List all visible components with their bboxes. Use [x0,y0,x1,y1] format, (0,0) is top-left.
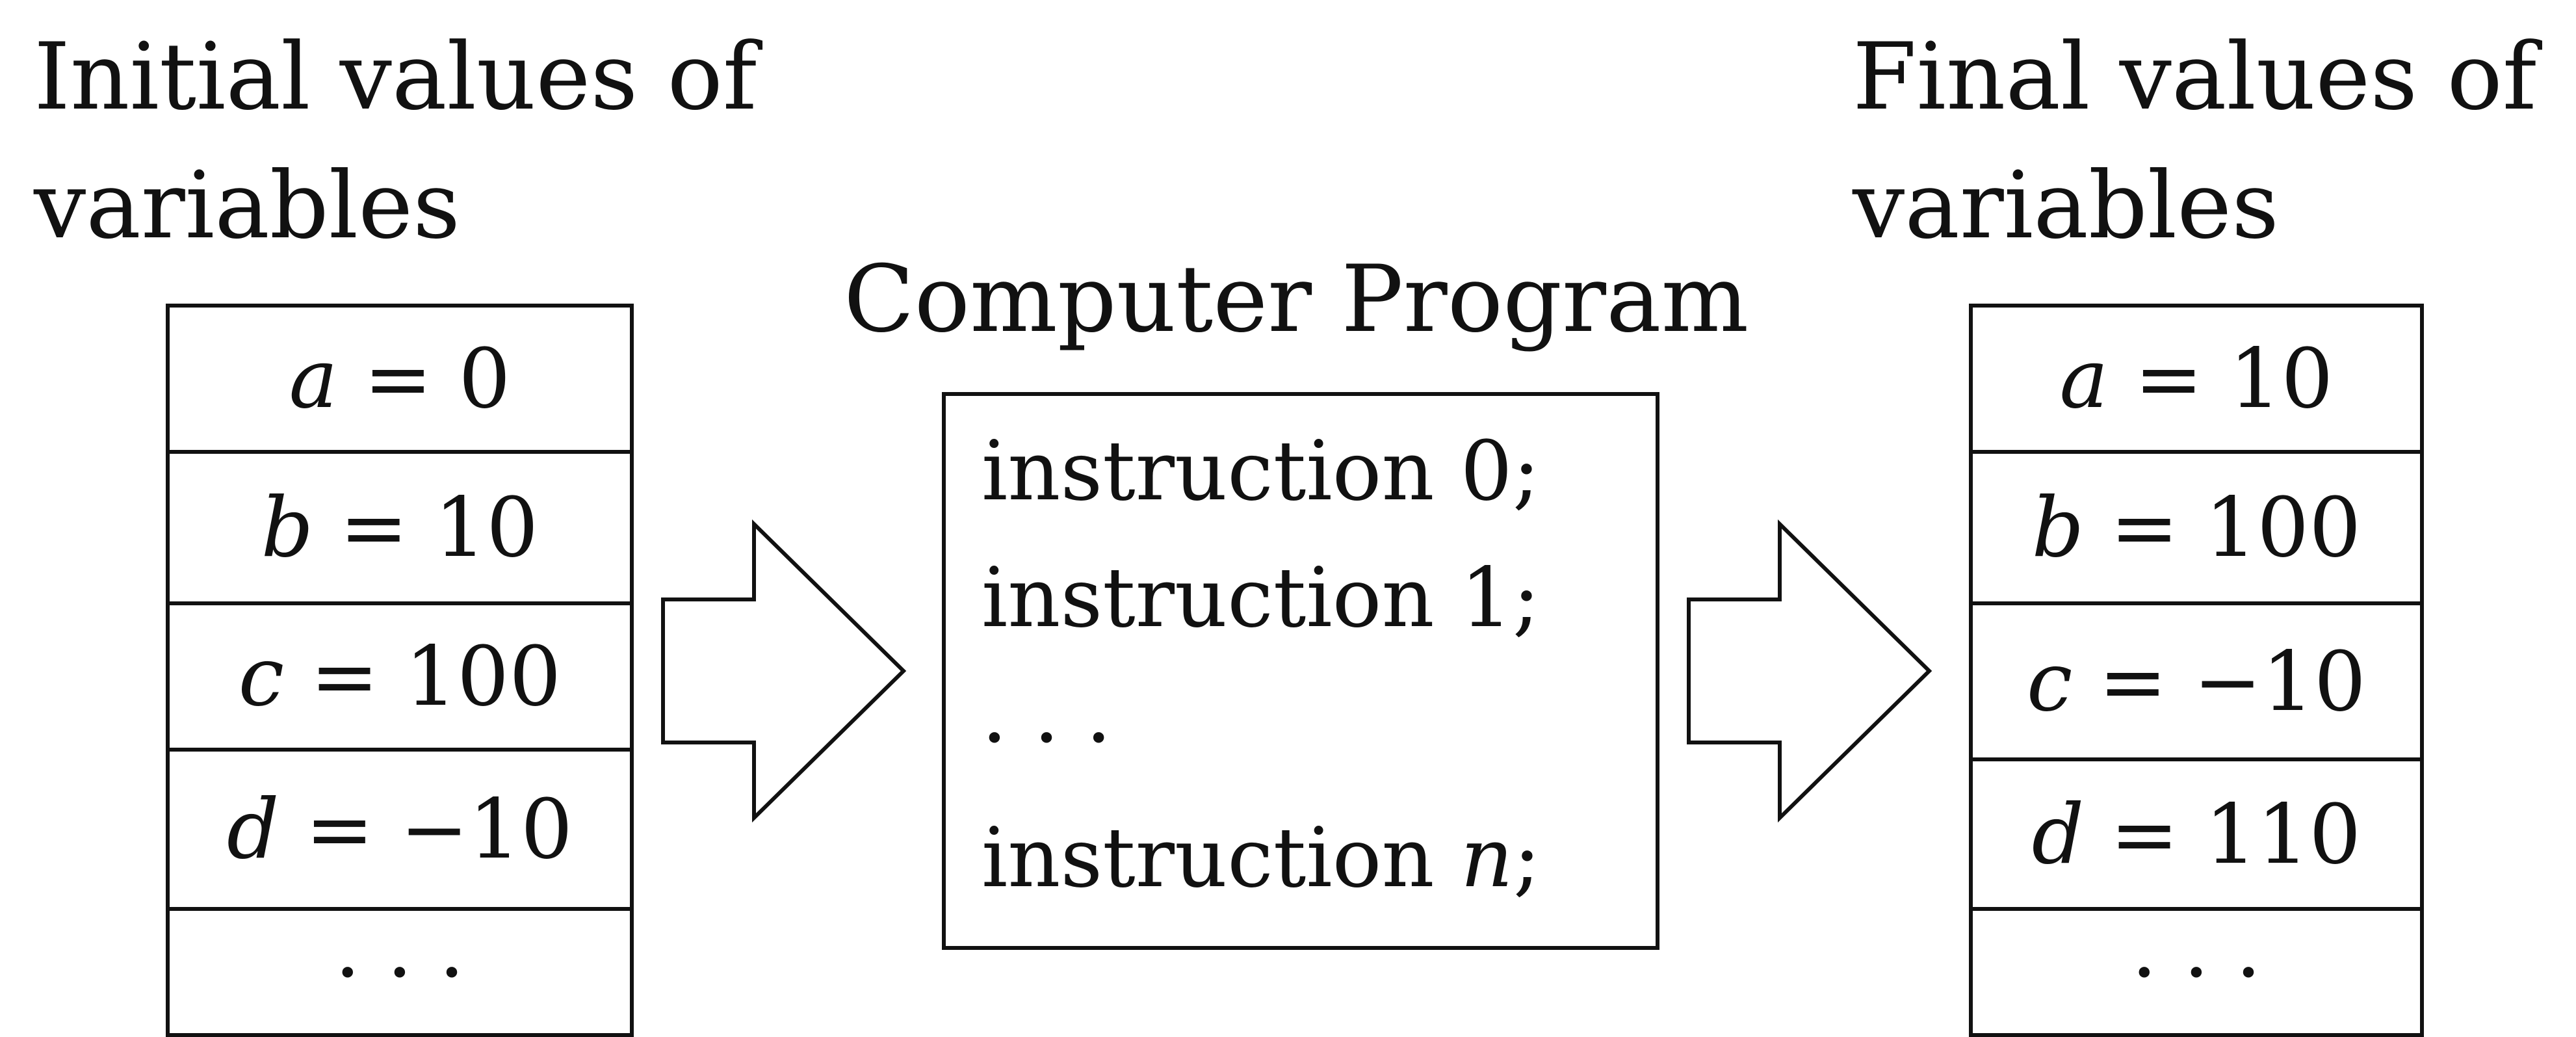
variable-name: a [289,331,338,427]
ellipsis: · · · [334,924,465,1020]
initial-row-b: b = 10 [168,452,632,603]
variable-value: 100 [2204,480,2361,575]
variable-name: c [238,629,285,724]
equals-sign: = [279,781,400,877]
instruction-text: instruction 1; [982,550,1541,646]
program-box-border [942,392,1659,950]
equals-sign: = [337,331,459,427]
instruction-text: instruction 0; [982,423,1541,519]
initial-values-heading: Initial values of variables [34,13,757,270]
variable-name: d [2031,786,2085,882]
equals-sign: = [284,629,405,724]
variable-name: d [226,781,280,877]
initial-row-a: a = 0 [168,306,632,452]
right-arrow-icon [1687,519,1932,823]
variable-value: 10 [2229,331,2334,427]
program-title: Computer Program [844,246,1749,353]
initial-values-table-border [166,304,634,1037]
instruction-variable: n [1460,810,1513,906]
variable-name: a [2059,331,2109,427]
variable-name: b [261,480,314,575]
variable-value: 110 [2204,786,2361,882]
equals-sign: = [313,480,434,575]
initial-row-d: d = −10 [168,750,632,909]
final-values-heading: Final values of variables [1853,13,2536,270]
instruction-text: instruction [982,810,1461,906]
variable-name: b [2031,480,2085,575]
variable-value: 100 [404,629,562,724]
final-row-ellipsis: · · · [1971,909,2422,1035]
equals-sign: = [2072,633,2194,729]
variable-value: −10 [2193,633,2367,729]
final-row-a: a = 10 [1971,306,2422,452]
final-row-c: c = −10 [1971,603,2422,759]
final-values-table-border [1969,304,2424,1037]
instruction-line: instruction 1; [982,549,1540,647]
instruction-ellipsis: · · · [982,689,1112,787]
initial-heading-line2: variables [34,152,461,259]
variable-value: 0 [458,331,511,427]
variable-name: c [2026,633,2073,729]
initial-row-ellipsis: · · · [168,909,632,1035]
initial-heading-line1: Initial values of [34,23,757,131]
right-arrow-icon [661,519,907,823]
initial-row-c: c = 100 [168,603,632,750]
variable-value: −10 [400,781,573,877]
equals-sign: = [2108,331,2230,427]
final-heading-line1: Final values of [1853,23,2537,131]
final-row-b: b = 100 [1971,452,2422,603]
final-heading-line2: variables [1853,152,2280,259]
equals-sign: = [2084,480,2205,575]
equals-sign: = [2084,786,2205,882]
final-row-d: d = 110 [1971,759,2422,909]
instruction-line: instruction n; [982,809,1541,907]
instruction-line: instruction 0; [982,423,1540,520]
instruction-text: · · · [982,690,1112,785]
ellipsis: · · · [2131,924,2262,1020]
variable-value: 10 [434,480,539,575]
instruction-tail: ; [1513,810,1541,906]
